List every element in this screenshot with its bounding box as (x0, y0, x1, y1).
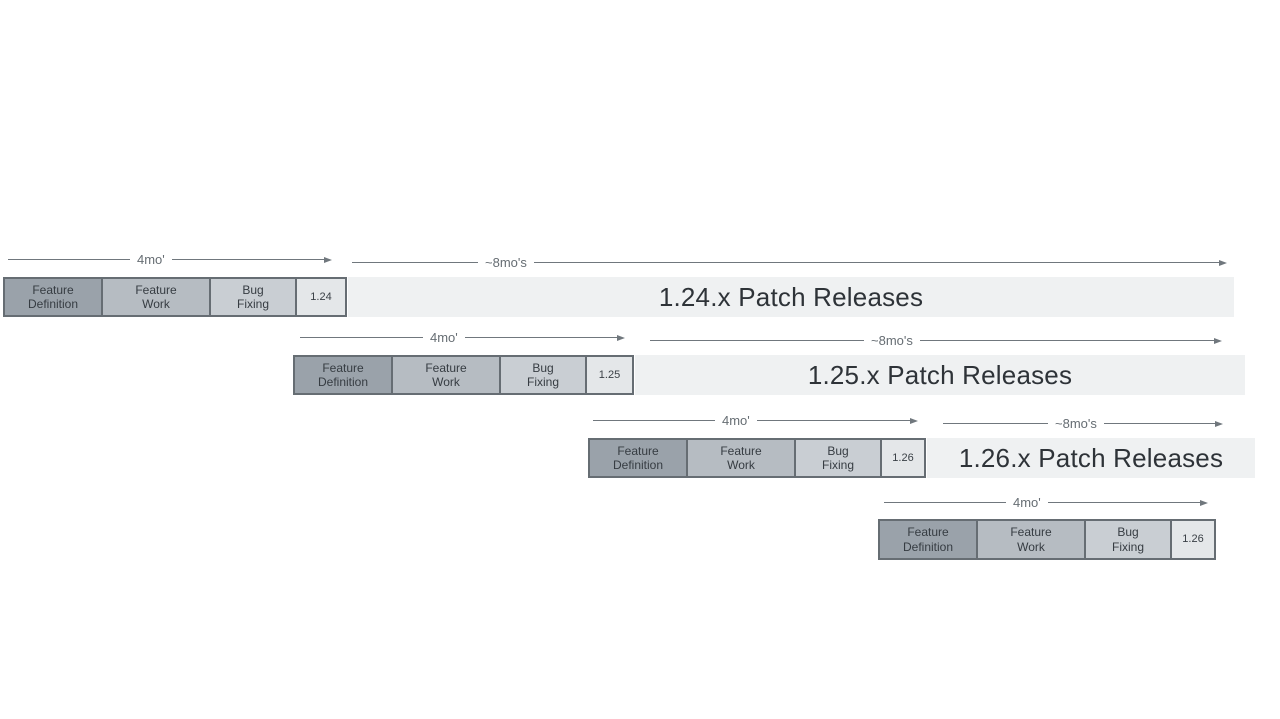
arrow-line (919, 339, 1215, 342)
arrowhead-icon (1214, 337, 1222, 344)
version-box: 1.25 (585, 357, 632, 393)
arrow-line (464, 336, 618, 339)
phase-label-line: Feature (135, 282, 177, 297)
version-label: 1.24 (310, 290, 332, 303)
patch-duration-arrow: ~8mo's (352, 254, 1227, 271)
phase-label-line: Feature (720, 443, 762, 458)
patch-duration-arrow: ~8mo's (943, 415, 1223, 432)
dev-duration-arrow: 4mo' (300, 329, 625, 346)
phase-feature-work: Feature Work (976, 521, 1084, 558)
phase-feature-work: Feature Work (686, 440, 794, 476)
release-row-1-26: Feature Definition Feature Work Bug Fixi… (588, 438, 1255, 478)
phase-label-line: Definition (612, 458, 664, 472)
arrow-line (650, 339, 864, 342)
release-row-1-25: Feature Definition Feature Work Bug Fixi… (293, 355, 1245, 395)
version-box: 1.24 (295, 279, 345, 315)
phase-label-line: Fixing (526, 375, 559, 389)
arrowhead-icon (1219, 259, 1227, 266)
arrow-line (352, 261, 478, 264)
phase-label-line: Feature (617, 443, 659, 458)
phase-bug-fixing: Bug Fixing (794, 440, 880, 476)
arrowhead-icon (910, 417, 918, 424)
phase-label-line: Work (142, 297, 170, 311)
dev-duration-label: 4mo' (722, 413, 750, 428)
patch-releases-bar: 1.25.x Patch Releases (635, 355, 1245, 395)
phase-label-line: Definition (902, 539, 954, 554)
version-box: 1.26 (880, 440, 924, 476)
release-cycle-boxes: Feature Definition Feature Work Bug Fixi… (878, 519, 1216, 560)
phase-feature-definition: Feature Definition (880, 521, 976, 558)
phase-feature-work: Feature Work (101, 279, 209, 315)
arrow-line (8, 258, 130, 261)
release-cycle-boxes: Feature Definition Feature Work Bug Fixi… (293, 355, 634, 395)
release-row-1-24: Feature Definition Feature Work Bug Fixi… (3, 277, 1234, 317)
patch-duration-label: ~8mo's (485, 255, 527, 270)
phase-feature-definition: Feature Definition (5, 279, 101, 315)
arrow-line (884, 501, 1006, 504)
patch-releases-bar: 1.24.x Patch Releases (348, 277, 1234, 317)
arrowhead-icon (324, 256, 332, 263)
arrow-line (533, 261, 1220, 264)
dev-duration-label: 4mo' (1013, 495, 1041, 510)
phase-label-line: Fixing (236, 297, 269, 311)
phase-label-line: Bug (242, 282, 264, 297)
arrowhead-icon (1200, 499, 1208, 506)
phase-label-line: Fixing (821, 458, 854, 472)
phase-label-line: Feature (425, 360, 467, 375)
phase-label-line: Bug (1117, 525, 1139, 540)
phase-feature-definition: Feature Definition (590, 440, 686, 476)
phase-label-line: Feature (907, 525, 949, 540)
patch-duration-arrow: ~8mo's (650, 332, 1222, 349)
phase-label-line: Feature (1010, 525, 1052, 540)
phase-label-line: Bug (827, 443, 849, 458)
phase-label-line: Definition (27, 297, 79, 311)
patch-duration-label: ~8mo's (1055, 416, 1097, 431)
version-box: 1.26 (1170, 521, 1214, 558)
arrow-line (171, 258, 325, 261)
phase-bug-fixing: Bug Fixing (499, 357, 585, 393)
phase-label-line: Definition (317, 375, 369, 389)
phase-bug-fixing: Bug Fixing (209, 279, 295, 315)
dev-duration-label: 4mo' (137, 252, 165, 267)
patch-releases-bar: 1.26.x Patch Releases (927, 438, 1255, 478)
phase-bug-fixing: Bug Fixing (1084, 521, 1170, 558)
arrow-line (593, 419, 715, 422)
version-label: 1.25 (598, 368, 621, 381)
release-cycle-boxes: Feature Definition Feature Work Bug Fixi… (588, 438, 926, 478)
arrowhead-icon (1215, 420, 1223, 427)
phase-feature-work: Feature Work (391, 357, 499, 393)
phase-label-line: Work (727, 458, 755, 472)
phase-label-line: Work (1017, 539, 1045, 554)
version-label: 1.26 (892, 451, 914, 464)
phase-label-line: Feature (322, 360, 364, 375)
phase-label-line: Feature (32, 282, 74, 297)
dev-duration-arrow: 4mo' (593, 412, 918, 429)
release-row-next: Feature Definition Feature Work Bug Fixi… (878, 519, 1216, 560)
arrowhead-icon (617, 334, 625, 341)
phase-feature-definition: Feature Definition (295, 357, 391, 393)
arrow-line (300, 336, 423, 339)
phase-label-line: Fixing (1111, 539, 1144, 554)
arrow-line (1047, 501, 1201, 504)
dev-duration-arrow: 4mo' (884, 494, 1208, 511)
arrow-line (756, 419, 911, 422)
phase-label-line: Bug (532, 360, 554, 375)
dev-duration-label: 4mo' (430, 330, 458, 345)
arrow-line (943, 422, 1048, 425)
patch-duration-label: ~8mo's (871, 333, 913, 348)
phase-label-line: Work (432, 375, 460, 389)
dev-duration-arrow: 4mo' (8, 251, 332, 268)
release-cycle-boxes: Feature Definition Feature Work Bug Fixi… (3, 277, 347, 317)
arrow-line (1103, 422, 1216, 425)
version-label: 1.26 (1182, 533, 1204, 546)
